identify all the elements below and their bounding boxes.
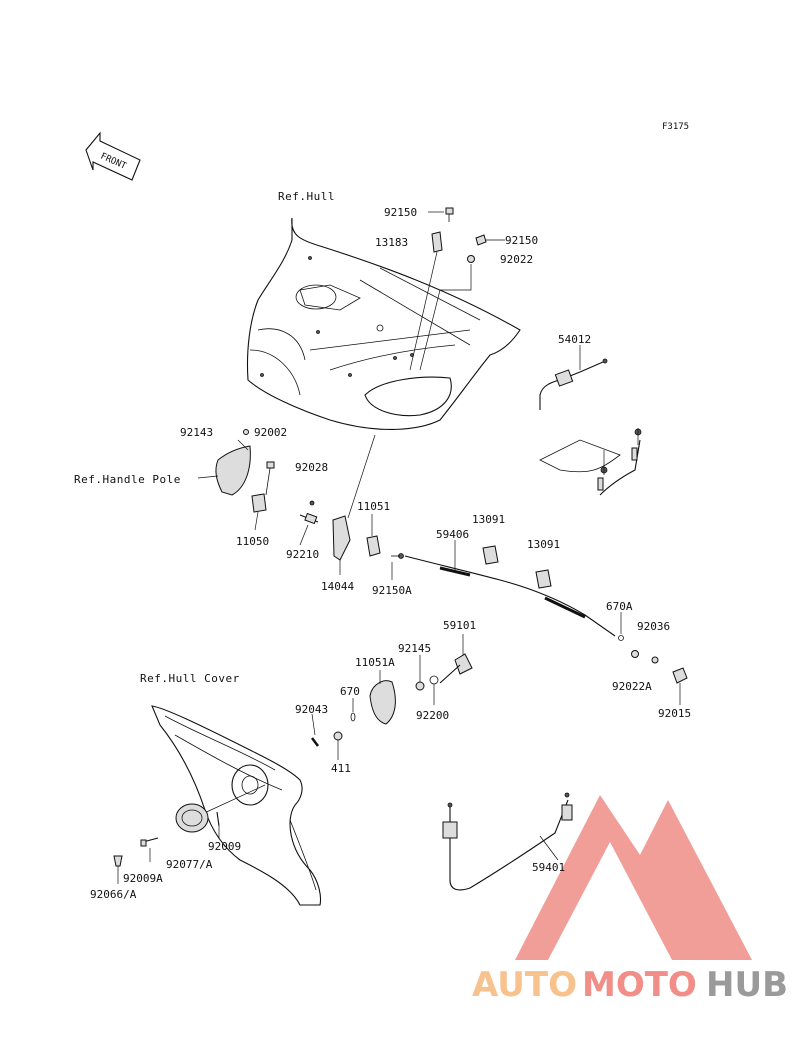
part-label-92150A: 92150A	[372, 584, 412, 597]
part-label-92009A: 92009A	[123, 872, 163, 885]
watermark-hub: HUB	[706, 965, 788, 1005]
part-13091-clip-b	[535, 569, 552, 589]
part-label-11051: 11051	[357, 500, 390, 513]
part-92143-bracket	[215, 439, 251, 496]
part-label-92002: 92002	[254, 426, 287, 439]
part-label-13183: 13183	[375, 236, 408, 249]
part-92022-washer	[419, 255, 475, 371]
part-label-13091-a: 13091	[472, 513, 505, 526]
part-59406-cable	[404, 540, 616, 637]
front-label: FRONT	[99, 152, 128, 172]
part-label-411: 411	[331, 762, 351, 775]
part-59101-knob	[439, 634, 473, 684]
part-13183-plate	[409, 231, 443, 371]
part-label-92015: 92015	[658, 707, 691, 720]
hull-cover-illustration	[151, 705, 322, 906]
part-92150-top-bolt	[428, 207, 454, 222]
part-92210-pin	[299, 500, 319, 546]
watermark-triangle-inner	[560, 862, 660, 960]
part-label-670: 670	[340, 685, 360, 698]
part-label-92150-top: 92150	[384, 206, 417, 219]
part-label-92043: 92043	[295, 703, 328, 716]
watermark-logo	[515, 795, 752, 960]
part-13091-clip-a	[482, 545, 499, 565]
front-arrow: FRONT	[85, 131, 141, 181]
part-label-54012: 54012	[558, 333, 591, 346]
part-label-92143: 92143	[180, 426, 213, 439]
ref-hull-label: Ref.Hull	[278, 190, 335, 203]
part-label-92022: 92022	[500, 253, 533, 266]
ref-handle-pole-label: Ref.Handle Pole	[74, 473, 181, 486]
part-cap-round	[175, 803, 209, 833]
part-label-92036: 92036	[637, 620, 670, 633]
cable-detail-right	[539, 428, 642, 496]
part-54012-cable	[539, 345, 608, 410]
watermark-moto: MOTO	[582, 965, 697, 1005]
part-670A-ring	[618, 612, 624, 641]
part-11051-bracket	[366, 514, 381, 557]
part-label-13091-b: 13091	[527, 538, 560, 551]
part-92066A-clip	[113, 855, 123, 884]
part-label-92150-right: 92150	[505, 234, 538, 247]
part-label-11050: 11050	[236, 535, 269, 548]
part-92028-bolt	[265, 461, 275, 496]
part-92150A-bolt	[391, 553, 404, 580]
part-92043-pin	[311, 713, 319, 747]
leader-handle-pole	[197, 475, 219, 479]
part-label-92200: 92200	[416, 709, 449, 722]
part-92022A-washer	[631, 650, 659, 664]
part-label-92066A: 92066/A	[90, 888, 137, 901]
part-label-92210: 92210	[286, 548, 319, 561]
part-92009-screw	[216, 811, 220, 838]
hull-illustration	[246, 217, 521, 431]
part-92015-nut	[672, 667, 688, 705]
part-label-92077A: 92077/A	[166, 858, 213, 871]
part-92150-right-bolt	[475, 234, 505, 246]
part-92077A-bolt	[140, 837, 159, 862]
part-label-59401: 59401	[532, 861, 565, 874]
part-label-670A: 670A	[606, 600, 633, 613]
part-92200-washer	[429, 675, 439, 705]
part-label-11051A: 11051A	[355, 656, 395, 669]
part-14044-lever	[332, 434, 376, 575]
part-label-59101: 59101	[443, 619, 476, 632]
part-11050-clamp	[251, 493, 267, 531]
part-label-92145: 92145	[398, 642, 431, 655]
watermark-auto: AUTO	[472, 965, 577, 1005]
part-label-92022A: 92022A	[612, 680, 652, 693]
part-11051A-housing	[369, 670, 396, 725]
part-label-14044: 14044	[321, 580, 354, 593]
part-label-92028: 92028	[295, 461, 328, 474]
part-670-ring	[350, 698, 356, 722]
part-59401-cable	[442, 792, 573, 891]
part-411-nut	[333, 731, 343, 760]
figure-code: F3175	[662, 122, 689, 132]
part-92002-screw	[243, 429, 249, 435]
watermark-triangle-shape	[515, 795, 752, 960]
watermark-text: AUTO MOTO HUB	[472, 965, 788, 1005]
part-label-59406: 59406	[436, 528, 469, 541]
part-92145-spring	[415, 655, 425, 691]
part-label-92009: 92009	[208, 840, 241, 853]
ref-hull-cover-label: Ref.Hull Cover	[140, 672, 240, 685]
